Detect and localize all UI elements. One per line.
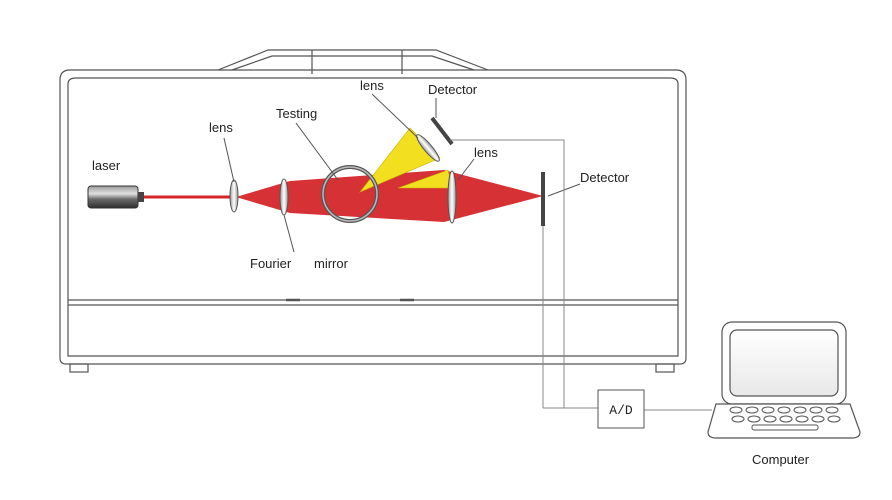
laser-beam-expanded (236, 170, 543, 222)
callout-lines (223, 93, 581, 253)
lens-top-label: lens (360, 78, 384, 93)
lens-right (447, 170, 457, 224)
fourier-lens (279, 178, 289, 216)
lens-right-label: lens (474, 145, 498, 160)
lens-top (416, 134, 440, 162)
fourier-label: Fourier (250, 256, 292, 271)
laser-label: laser (92, 158, 121, 173)
ad-converter-label: A/D (609, 403, 633, 418)
instrument-housing (59, 49, 687, 373)
computer-label: Computer (752, 452, 810, 467)
signal-wiring (450, 139, 712, 411)
computer-laptop (707, 321, 861, 439)
testing-cell (321, 165, 379, 223)
testing-label: Testing (276, 106, 317, 121)
detector-top (430, 116, 454, 146)
detector-right-label: Detector (580, 170, 630, 185)
laser-source (87, 185, 144, 209)
detector-top-label: Detector (428, 82, 478, 97)
lens-left-label: lens (209, 120, 233, 135)
lens-left (229, 179, 239, 213)
ad-converter: A/D (597, 389, 645, 429)
mirror-label: mirror (314, 256, 349, 271)
